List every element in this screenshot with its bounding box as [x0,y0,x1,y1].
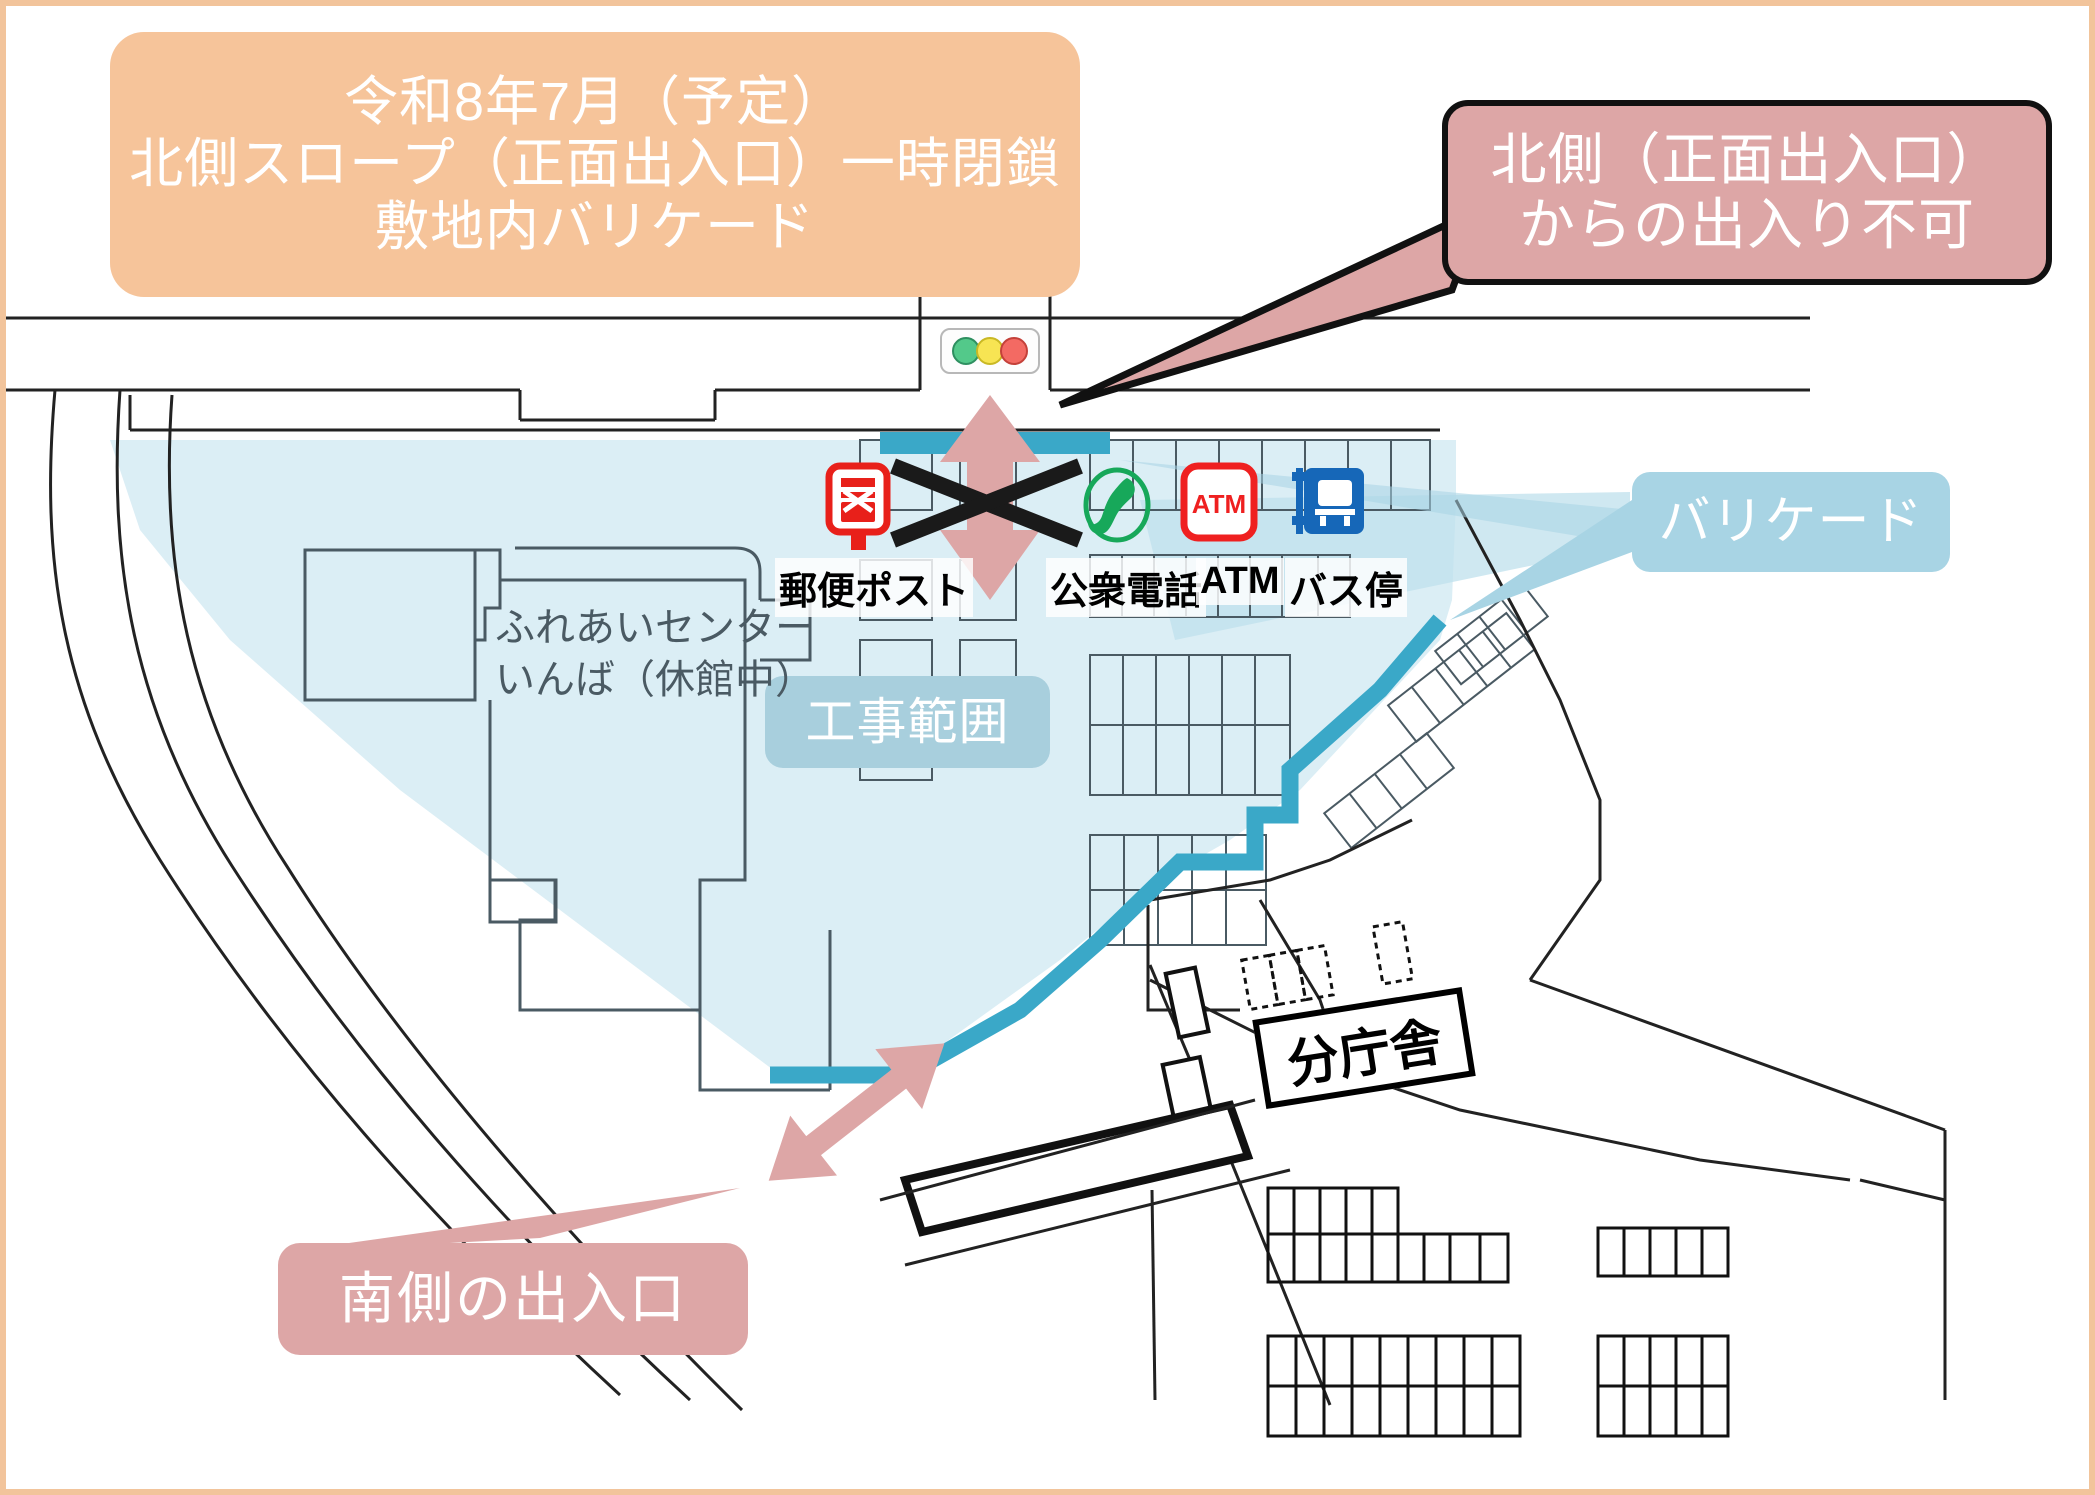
bus-stop-label: バス停 [1285,558,1408,617]
bus-stop-icon [1290,464,1368,544]
south-entrance-callout: 南側の出入口 [278,1243,748,1355]
community-center-line-1: ふれあいセンター [495,606,815,650]
south-callout-label: 南側の出入口 [339,1266,687,1330]
construction-area-label: 工事範囲 [805,694,1010,750]
barricade-callout: バリケード [1632,472,1950,572]
north-entrance-closed-callout: 北側（正面出入口） からの出入り不可 [1442,100,2052,285]
annex-parking-rows [1266,1186,1730,1438]
notice-line-3: 敷地内バリケード [375,196,815,257]
community-center-building [303,546,832,1092]
south-callout-pointer [285,1188,740,1252]
barricade-callout-label: バリケード [1658,492,1924,551]
south-entrance-arrow [768,1043,945,1181]
construction-schedule-notice: 令和8年7月（予定） 北側スロープ（正面出入口）一時閉鎖 敷地内バリケード [110,32,1080,297]
angled-parking-strips [1322,581,1550,850]
construction-area-callout: 工事範囲 [765,676,1050,768]
traffic-light-icon [940,328,1040,374]
annex-dashed-units [1239,919,1415,1012]
atm-icon: ATM [1180,462,1258,542]
notice-line-1: 令和8年7月（予定） [343,71,847,132]
long-building [879,1098,1291,1267]
north-callout-line-2: からの出入り不可 [1519,192,1975,256]
notice-line-2: 北側スロープ（正面出入口）一時閉鎖 [129,134,1061,195]
no-entry-x-mark [890,458,1083,548]
post-box-icon [824,462,898,552]
annex-building-text: 分庁舎 [1283,1012,1447,1095]
public-phone-icon [1080,466,1154,544]
community-center-label: ふれあいセンター いんば（休館中） [495,602,815,706]
north-callout-line-1: 北側（正面出入口） [1490,127,2004,191]
community-center-line-2: いんば（休館中） [495,658,815,702]
barricade-line [770,614,1447,1084]
svg-text:ATM: ATM [1192,489,1246,519]
public-phone-label: 公衆電話 [1046,558,1207,617]
north-callout-pointer [1058,201,1489,409]
post-box-label: 郵便ポスト [775,558,974,617]
atm-label: ATM [1196,558,1284,605]
